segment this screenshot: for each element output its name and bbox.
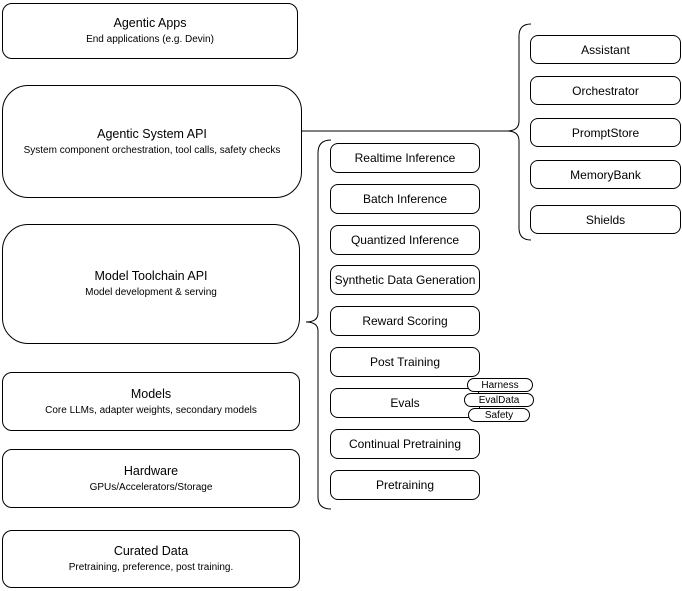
node-shields: Shields: [530, 205, 681, 234]
node-subtitle: System component orchestration, tool cal…: [23, 144, 281, 156]
node-quantized-inference: Quantized Inference: [330, 225, 480, 255]
node-hardware: Hardware GPUs/Accelerators/Storage: [2, 449, 300, 508]
node-synthetic-data-generation: Synthetic Data Generation: [330, 265, 480, 295]
node-post-training: Post Training: [330, 347, 480, 377]
components-bracket: [506, 23, 532, 241]
node-subtitle: Model development & serving: [85, 287, 217, 298]
node-title: Hardware: [123, 463, 179, 478]
node-subtitle: GPUs/Accelerators/Storage: [89, 481, 213, 493]
node-assistant: Assistant: [530, 35, 681, 64]
node-agentic-system-api: Agentic System API System component orch…: [2, 85, 302, 198]
node-curated-data: Curated Data Pretraining, preference, po…: [2, 530, 300, 588]
node-title: Agentic System API: [97, 126, 207, 141]
node-evals: Evals: [330, 388, 480, 418]
node-batch-inference: Batch Inference: [330, 184, 480, 214]
node-orchestrator: Orchestrator: [530, 76, 681, 105]
node-subtitle: Core LLMs, adapter weights, secondary mo…: [45, 404, 257, 416]
node-memorybank: MemoryBank: [530, 160, 681, 189]
node-title: Models: [130, 386, 172, 401]
node-realtime-inference: Realtime Inference: [330, 143, 480, 173]
node-title: Agentic Apps: [113, 16, 187, 30]
node-reward-scoring: Reward Scoring: [330, 306, 480, 336]
node-promptstore: PromptStore: [530, 118, 681, 147]
node-models: Models Core LLMs, adapter weights, secon…: [2, 372, 300, 431]
node-continual-pretraining: Continual Pretraining: [330, 429, 480, 459]
toolchain-bracket: [305, 139, 332, 510]
node-subtitle: End applications (e.g. Devin): [86, 34, 214, 45]
tag-harness: Harness: [467, 378, 533, 392]
node-title: Model Toolchain API: [94, 269, 208, 283]
node-agentic-apps: Agentic Apps End applications (e.g. Devi…: [2, 3, 298, 59]
node-subtitle: Pretraining, preference, post training.: [68, 562, 234, 573]
node-model-toolchain-api: Model Toolchain API Model development & …: [2, 224, 300, 344]
node-title: Curated Data: [113, 544, 189, 558]
tag-evaldata: EvalData: [464, 393, 534, 407]
node-pretraining: Pretraining: [330, 470, 480, 500]
tag-safety: Safety: [468, 408, 530, 422]
